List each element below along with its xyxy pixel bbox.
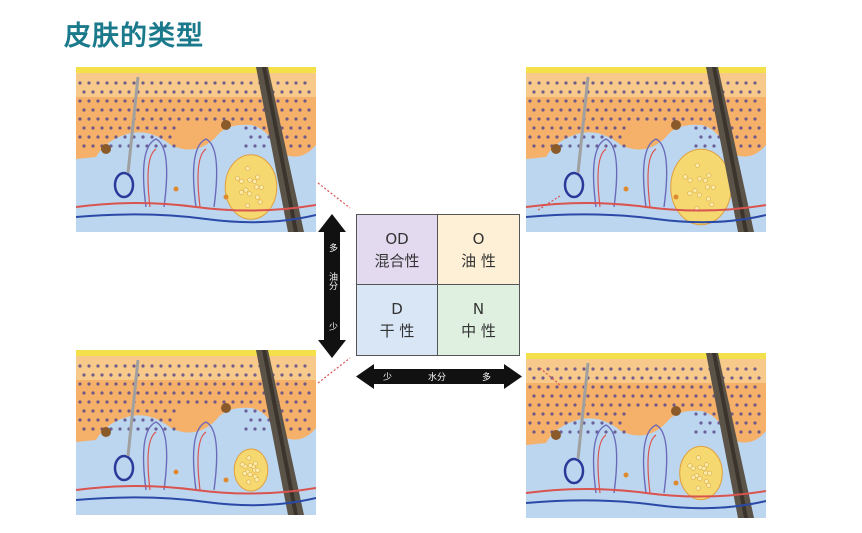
skin-illustration-oily — [526, 67, 766, 232]
quadrant-code: D — [391, 300, 403, 318]
water-axis-arrow — [356, 364, 522, 389]
oil-axis-label: 油分 — [327, 272, 337, 290]
quadrant-code: O — [472, 229, 485, 248]
quadrant-code: OD — [385, 229, 409, 248]
water-axis-high-label: 多 — [482, 373, 492, 383]
quadrant-normal: N 中 性 — [438, 285, 519, 355]
oil-axis-high-label: 多 — [327, 243, 337, 252]
water-axis-low-label: 少 — [383, 373, 393, 383]
skin-type-grid: OD 混合性 O 油 性 D 干 性 N 中 性 — [356, 214, 520, 356]
oil-axis-low-label: 少 — [327, 322, 337, 331]
quadrant-oily: O 油 性 — [438, 215, 519, 285]
oil-axis-arrow — [318, 214, 346, 358]
quadrant-name: 干 性 — [379, 322, 415, 340]
quadrant-dry: D 干 性 — [357, 285, 438, 355]
water-axis-label: 水分 — [428, 373, 447, 383]
page-title: 皮肤的类型 — [64, 21, 204, 52]
pointer-lines — [317, 182, 561, 386]
quadrant-name: 混合性 — [374, 251, 420, 270]
skin-illustration-combination — [76, 67, 316, 232]
quadrant-name: 油 性 — [461, 251, 496, 270]
quadrant-combination: OD 混合性 — [357, 215, 438, 285]
quadrant-name: 中 性 — [461, 322, 496, 340]
skin-illustration-normal — [526, 353, 766, 518]
skin-illustration-dry — [76, 350, 316, 515]
quadrant-code: N — [472, 300, 485, 318]
